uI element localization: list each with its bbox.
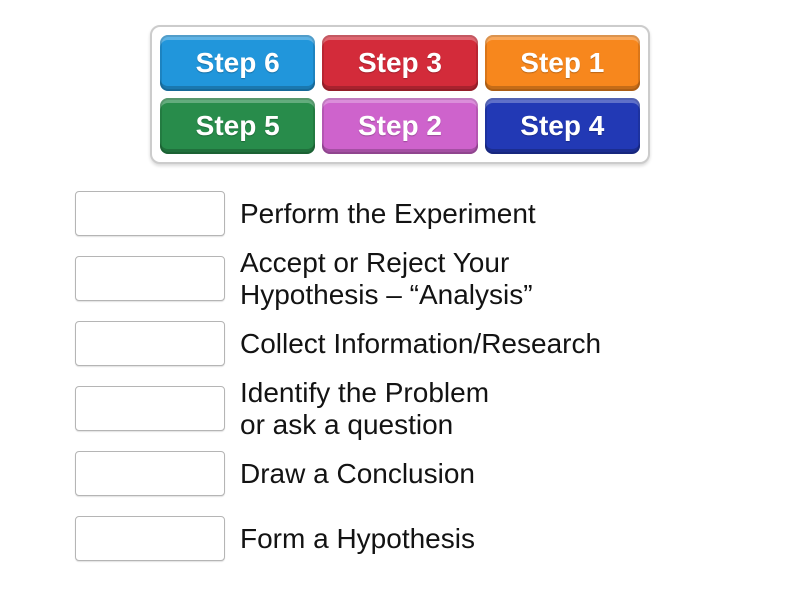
match-item-text: Collect Information/Research (240, 328, 601, 360)
match-list: Perform the Experiment Accept or Reject … (75, 191, 735, 581)
drop-zone-5[interactable] (75, 451, 225, 496)
drop-zone-1[interactable] (75, 191, 225, 236)
match-item-text: Draw a Conclusion (240, 458, 475, 490)
text-line: Collect Information/Research (240, 327, 602, 359)
text-line: Accept or Reject Your (240, 246, 510, 278)
match-row: Identify the Problem or ask a question (75, 377, 735, 440)
text-line: Hypothesis – “Analysis” (240, 278, 533, 310)
chip-step-2[interactable]: Step 2 (322, 98, 478, 154)
match-item-text: Perform the Experiment (240, 198, 536, 230)
chip-step-4[interactable]: Step 4 (484, 98, 640, 154)
chip-step-5[interactable]: Step 5 (160, 98, 316, 154)
match-item-text: Identify the Problem or ask a question (240, 377, 489, 441)
chip-step-6[interactable]: Step 6 (160, 35, 316, 91)
chip-step-1[interactable]: Step 1 (484, 35, 640, 91)
drop-zone-2[interactable] (75, 256, 225, 301)
text-line: Form a Hypothesis (240, 522, 475, 554)
match-row: Collect Information/Research (75, 321, 735, 366)
text-line: Draw a Conclusion (240, 457, 475, 489)
drop-zone-4[interactable] (75, 386, 225, 431)
match-row: Perform the Experiment (75, 191, 735, 236)
text-line: or ask a question (240, 408, 454, 440)
drop-zone-6[interactable] (75, 516, 225, 561)
match-row: Accept or Reject Your Hypothesis – “Anal… (75, 247, 735, 310)
text-line: Perform the Experiment (240, 197, 536, 229)
match-item-text: Form a Hypothesis (240, 523, 475, 555)
text-line: Identify the Problem (240, 376, 490, 408)
chip-tray: Step 6 Step 3 Step 1 Step 5 Step 2 Step … (150, 25, 650, 164)
match-row: Draw a Conclusion (75, 451, 735, 496)
drop-zone-3[interactable] (75, 321, 225, 366)
chip-step-3[interactable]: Step 3 (322, 35, 478, 91)
match-row: Form a Hypothesis (75, 516, 735, 561)
match-item-text: Accept or Reject Your Hypothesis – “Anal… (240, 247, 533, 311)
